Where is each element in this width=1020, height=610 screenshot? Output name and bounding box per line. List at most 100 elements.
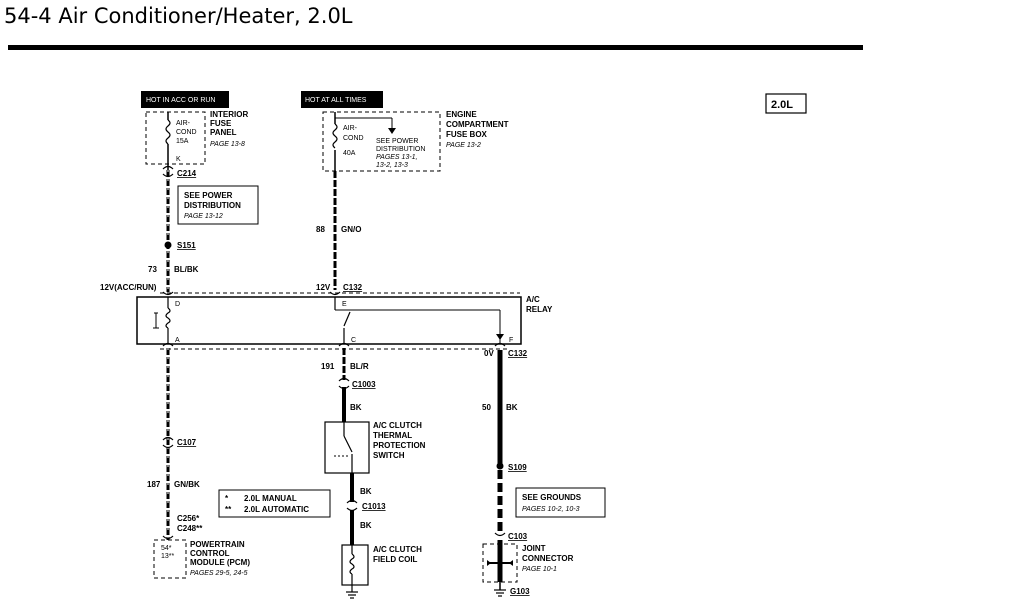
title-rule [8, 45, 863, 50]
relay-name-2: RELAY [526, 305, 553, 314]
field-coil-name-2: FIELD COIL [373, 555, 418, 564]
wire-191-num: 191 [321, 362, 335, 371]
see-grounds-box [515, 487, 606, 518]
legend-2-text: 2.0L AUTOMATIC [244, 505, 309, 514]
thermal-switch-name-1: A/C CLUTCH [373, 421, 422, 430]
connector-c132-top: C132 [343, 283, 363, 292]
fuse-15a-icon [165, 119, 171, 145]
wire-bk-1-color: BK [350, 403, 362, 412]
relay-coil-icon [165, 307, 171, 329]
hot-all-times-label: HOT AT ALL TIMES [305, 97, 367, 104]
thermal-switch-name-2: THERMAL [373, 431, 412, 440]
connector-c107-icon [162, 436, 174, 449]
page-title: 54-4 Air Conditioner/Heater, 2.0L [4, 4, 353, 28]
interior-fuse-text-1: AIR- [176, 120, 191, 127]
engine-fuse-box [322, 111, 441, 172]
engine-badge-box [765, 93, 807, 114]
connector-c107: C107 [177, 438, 197, 447]
splice-s109: S109 [508, 463, 527, 472]
see-power-line-1: SEE POWER [184, 191, 233, 200]
see-power-distribution-box [177, 185, 259, 225]
interior-fuse-text-2: COND [176, 129, 197, 136]
pcm-pin-1: 54* [161, 545, 172, 552]
pcm-name-2: CONTROL [190, 549, 230, 558]
joint-page: PAGE 10-1 [522, 566, 557, 573]
interior-fuse-name-2: FUSE [210, 119, 232, 128]
see-power-line-2: DISTRIBUTION [184, 201, 241, 210]
connector-c132-right: C132 [508, 349, 528, 358]
engine-fuse-text-1: AIR- [343, 125, 358, 132]
wire-88-num: 88 [316, 225, 325, 234]
joint-name-1: JOINT [522, 544, 546, 553]
voltage-0v: 0V [484, 349, 494, 358]
interior-fuse-page: PAGE 13-8 [210, 141, 245, 148]
wire-73-color: BL/BK [174, 265, 199, 274]
thermal-switch-icon [343, 435, 353, 453]
voltage-12v-acc: 12V(ACC/RUN) [100, 283, 157, 292]
engine-badge: 2.0L [771, 99, 793, 111]
wire-bk-2-color: BK [360, 487, 372, 496]
wire-88-color: GN/O [341, 225, 361, 234]
thermal-switch-box [324, 421, 370, 474]
thermal-switch-name-3: PROTECTION [373, 441, 426, 450]
connector-c248: C248** [177, 524, 203, 533]
relay-pin-e: E [342, 301, 347, 308]
wire-73-num: 73 [148, 265, 157, 274]
wire-191-color: BL/R [350, 362, 369, 371]
legend-2-symbol: ** [225, 505, 232, 514]
distribution-arrow-icon [388, 128, 396, 134]
engine-fuse-see-page-1: PAGES 13-1, [376, 154, 418, 161]
legend-1-symbol: * [225, 494, 229, 503]
engine-fuse-name-2: COMPARTMENT [446, 120, 509, 129]
engine-fuse-see-2: DISTRIBUTION [376, 146, 425, 153]
interior-fuse-name-3: PANEL [210, 128, 237, 137]
relay-pin-f: F [509, 337, 513, 344]
relay-name-1: A/C [526, 295, 540, 304]
see-grounds-title: SEE GROUNDS [522, 493, 582, 502]
wire-50-num: 50 [482, 403, 491, 412]
connector-c256: C256* [177, 514, 200, 523]
joint-name-2: CONNECTOR [522, 554, 574, 563]
connector-c214: C214 [177, 169, 197, 178]
pcm-box [153, 539, 187, 579]
legend-1-text: 2.0L MANUAL [244, 494, 297, 503]
engine-fuse-text-3: 40A [343, 150, 356, 157]
thermal-switch-name-4: SWITCH [373, 451, 405, 460]
hot-acc-run-badge [141, 91, 229, 108]
connector-c103: C103 [508, 532, 528, 541]
wire-187-color: GN/BK [174, 480, 200, 489]
pcm-name-1: POWERTRAIN [190, 540, 245, 549]
connector-c214-icon [162, 165, 174, 178]
fuse-40a-icon [332, 123, 338, 149]
see-power-page: PAGE 13-12 [184, 213, 223, 220]
wire-50-color: BK [506, 403, 518, 412]
voltage-12v: 12V [316, 283, 331, 292]
wire-bk-3-color: BK [360, 521, 372, 530]
engine-fuse-page: PAGE 13-2 [446, 142, 481, 149]
hot-acc-run-label: HOT IN ACC OR RUN [146, 97, 216, 104]
interior-fuse-panel-box [145, 111, 206, 165]
pcm-pages: PAGES 29-5, 24-5 [190, 570, 248, 577]
relay-pin-d: D [175, 301, 180, 308]
pcm-pin-2: 13** [161, 553, 175, 560]
relay-arrow-icon [496, 334, 504, 340]
connector-c1013: C1013 [362, 502, 386, 511]
engine-fuse-see-1: SEE POWER [376, 138, 418, 145]
splice-s151-icon [164, 241, 172, 249]
engine-fuse-see-page-2: 13-2, 13-3 [376, 162, 408, 169]
legend-box [218, 489, 331, 518]
relay-switch-icon [343, 311, 351, 327]
splice-s151: S151 [177, 241, 196, 250]
see-grounds-pages: PAGES 10-2, 10-3 [522, 506, 580, 513]
ground-g103: G103 [510, 587, 530, 596]
connector-c1003: C1003 [352, 380, 376, 389]
splice-s109-icon [496, 462, 504, 470]
interior-fuse-pin: K [176, 156, 181, 163]
pcm-name-3: MODULE (PCM) [190, 558, 250, 567]
interior-fuse-name-1: INTERIOR [210, 110, 248, 119]
interior-fuse-text-3: 15A [176, 138, 189, 145]
hot-all-times-badge [301, 91, 383, 108]
field-coil-icon [349, 553, 355, 575]
relay-pin-c: C [351, 337, 356, 344]
